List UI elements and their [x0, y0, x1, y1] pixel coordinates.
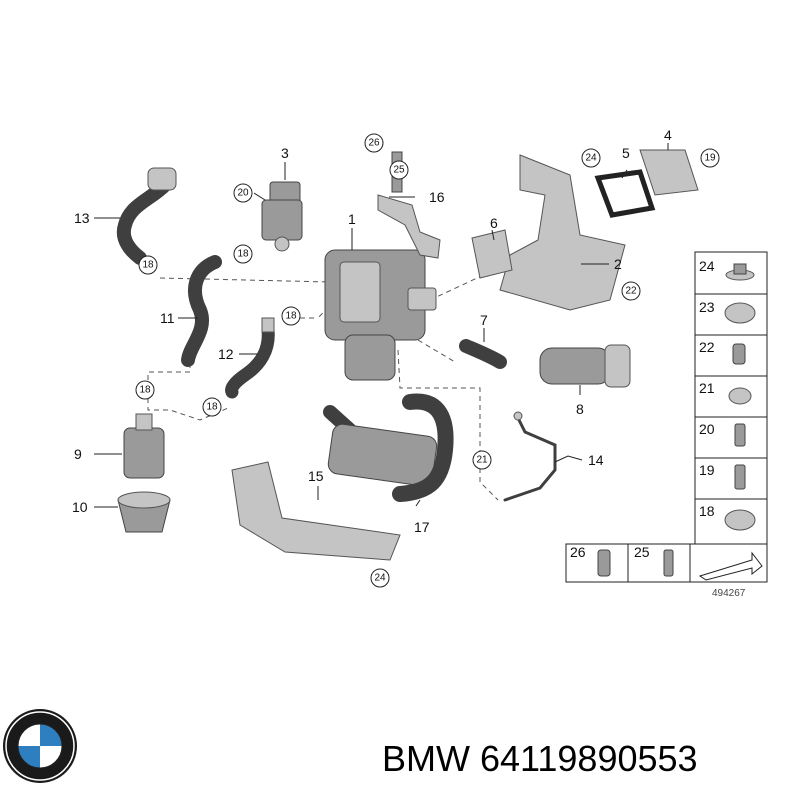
clamp-icon — [724, 302, 756, 324]
svg-text:21: 21 — [476, 455, 488, 466]
legend-20: 20 — [699, 421, 715, 437]
part-1-heater — [324, 249, 437, 381]
part-3-valve — [261, 181, 303, 252]
callout-18-d: 18 — [135, 380, 155, 400]
callout-22: 22 — [621, 281, 641, 301]
legend-18: 18 — [699, 503, 715, 519]
callout-2: 2 — [614, 256, 622, 272]
part-12-hose — [225, 317, 275, 399]
callout-7: 7 — [480, 312, 488, 328]
legend-22: 22 — [699, 339, 715, 355]
part-4-cover — [639, 149, 699, 196]
part-16-bracket — [377, 151, 441, 259]
screw-icon — [734, 423, 746, 447]
callout-25: 25 — [389, 160, 409, 180]
brand-name: BMW — [382, 738, 470, 779]
bolt-icon — [734, 464, 746, 490]
part-14-pipe — [503, 411, 557, 502]
svg-text:18: 18 — [206, 402, 218, 413]
callout-19: 19 — [700, 148, 720, 168]
callout-8: 8 — [576, 401, 584, 417]
hose-clip-icon — [728, 387, 752, 405]
callout-20: 20 — [233, 183, 253, 203]
svg-text:24: 24 — [585, 153, 597, 164]
callout-21: 21 — [472, 450, 492, 470]
svg-text:25: 25 — [393, 165, 405, 176]
svg-text:19: 19 — [704, 153, 716, 164]
expansion-nut-icon — [597, 549, 611, 577]
part-5-gasket — [594, 169, 656, 218]
circled-callouts: 26 25 24 19 20 18 18 22 18 18 18 21 24 — [135, 133, 720, 588]
legend-26: 26 — [570, 544, 586, 560]
callout-17: 17 — [414, 519, 430, 535]
svg-text:20: 20 — [237, 188, 249, 199]
svg-text:18: 18 — [285, 311, 297, 322]
part-6-plate — [471, 229, 513, 279]
callout-numbers: 13 3 1 16 6 5 4 2 11 12 7 8 9 14 15 10 1… — [72, 127, 672, 535]
legend-19: 19 — [699, 462, 715, 478]
legend-24: 24 — [699, 258, 715, 274]
legend-23: 23 — [699, 299, 715, 315]
svg-text:18: 18 — [139, 385, 151, 396]
legend-25: 25 — [634, 544, 650, 560]
part-2-bracket — [499, 154, 626, 311]
callout-12: 12 — [218, 346, 234, 362]
part-11-hose — [181, 255, 222, 367]
callout-18-a: 18 — [233, 244, 253, 264]
part-15-tray — [231, 461, 401, 561]
callout-11: 11 — [160, 310, 175, 326]
part-7-hose — [459, 339, 507, 369]
part-9-pump — [123, 413, 165, 479]
hose-clamp-icon — [724, 509, 756, 531]
callout-18-b: 18 — [138, 255, 158, 275]
callout-18-c: 18 — [281, 306, 301, 326]
leader-lines — [94, 143, 669, 508]
legend-21: 21 — [699, 380, 715, 396]
callout-24-top: 24 — [581, 148, 601, 168]
callout-3: 3 — [281, 145, 289, 161]
svg-text:22: 22 — [625, 286, 637, 297]
part-13-hose — [116, 167, 177, 265]
callout-1: 1 — [348, 211, 356, 227]
rivet-icon — [732, 343, 746, 365]
bmw-logo — [3, 709, 77, 783]
callout-26: 26 — [364, 133, 384, 153]
callout-15: 15 — [308, 468, 324, 484]
stud-bolt-icon — [663, 549, 674, 577]
svg-text:24: 24 — [374, 573, 386, 584]
callout-18-e: 18 — [202, 397, 222, 417]
svg-text:18: 18 — [237, 249, 249, 260]
callout-14: 14 — [588, 452, 604, 468]
callout-5: 5 — [622, 145, 630, 161]
callout-13: 13 — [74, 210, 90, 226]
part-number: 64119890553 — [480, 738, 698, 779]
callout-24-bottom: 24 — [370, 568, 390, 588]
callout-16: 16 — [429, 189, 445, 205]
callout-6: 6 — [490, 215, 498, 231]
arrow-icon — [698, 551, 763, 581]
part-10-ring — [117, 491, 171, 533]
part-17-muffler — [323, 393, 454, 502]
callout-9: 9 — [74, 446, 82, 462]
fastener-legend: 24 23 22 21 20 19 18 26 25 494267 — [565, 251, 768, 599]
diagram-ref-number: 494267 — [712, 588, 746, 599]
callout-4: 4 — [664, 127, 672, 143]
part-caption: BMW 64119890553 — [382, 738, 698, 780]
callout-10: 10 — [72, 499, 88, 515]
part-8-filter — [539, 344, 631, 388]
svg-text:26: 26 — [368, 138, 380, 149]
svg-text:18: 18 — [142, 260, 154, 271]
